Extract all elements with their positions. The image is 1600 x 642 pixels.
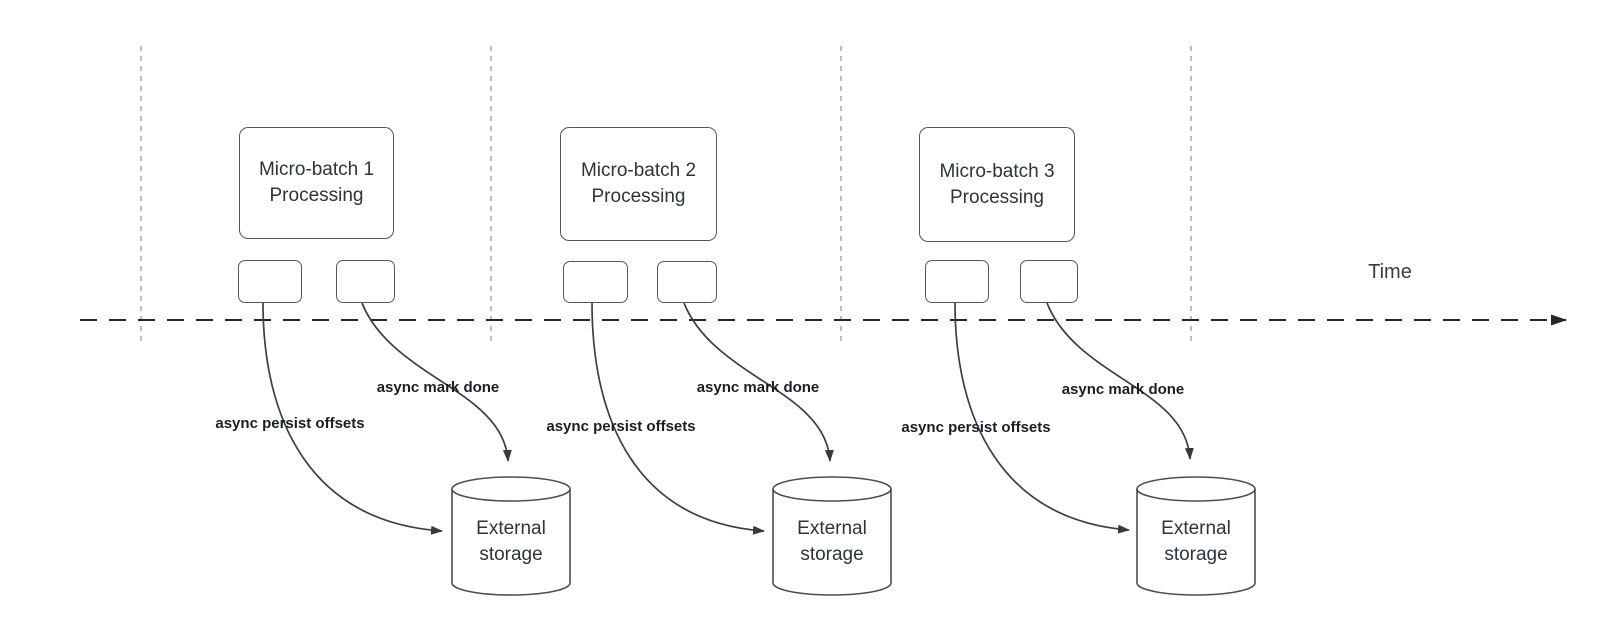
persist-offsets-label: async persist offsets bbox=[546, 418, 696, 435]
micro-batch-box-1: Micro-batch 1 Processing bbox=[239, 127, 394, 239]
mark-done-label: async mark done bbox=[376, 379, 500, 396]
external-storage-cylinder-1 bbox=[451, 476, 571, 596]
micro-batch-title: Micro-batch 2 bbox=[580, 160, 697, 181]
storage-label-line: storage bbox=[479, 544, 543, 565]
micro-batch-title: Micro-batch 3 bbox=[939, 160, 1055, 182]
micro-batch-title: Micro-batch 1 bbox=[258, 159, 375, 180]
mark-done-arrow-2 bbox=[683, 302, 834, 462]
persist-offsets-label: async persist offsets bbox=[215, 415, 365, 432]
persist-task-box-3 bbox=[925, 260, 989, 303]
storage-label-line: storage bbox=[1164, 544, 1228, 565]
micro-batch-box-3: Micro-batch 3 Processing bbox=[919, 127, 1075, 242]
micro-batch-box-2: Micro-batch 2 Processing bbox=[560, 127, 717, 241]
persist-offsets-arrow-2 bbox=[591, 302, 765, 535]
mark-done-arrow-1 bbox=[361, 302, 512, 462]
mark-done-label: async mark done bbox=[1061, 381, 1185, 398]
mark-done-label: async mark done bbox=[696, 379, 820, 396]
persist-task-box-2 bbox=[563, 261, 628, 303]
persist-task-box-1 bbox=[238, 260, 302, 303]
storage-label-line: External bbox=[797, 518, 867, 539]
storage-label-line: storage bbox=[800, 544, 864, 565]
micro-batch-subtitle: Processing bbox=[950, 186, 1044, 208]
external-storage-cylinder-3 bbox=[1136, 476, 1256, 596]
external-storage-label-1: External storage bbox=[452, 496, 570, 588]
mark-done-task-box-3 bbox=[1020, 260, 1078, 303]
micro-batch-subtitle: Processing bbox=[269, 185, 364, 206]
micro-batch-subtitle: Processing bbox=[591, 186, 686, 207]
external-storage-label-3: External storage bbox=[1137, 496, 1255, 588]
time-label: Time bbox=[1368, 261, 1412, 283]
mark-done-task-box-1 bbox=[336, 260, 395, 303]
mark-done-task-box-2 bbox=[657, 261, 717, 303]
external-storage-label-2: External storage bbox=[773, 496, 891, 588]
storage-label-line: External bbox=[476, 518, 546, 539]
storage-label-line: External bbox=[1161, 518, 1231, 539]
persist-offsets-arrow-1 bbox=[262, 302, 443, 535]
persist-offsets-label: async persist offsets bbox=[901, 419, 1051, 436]
persist-offsets-arrow-3 bbox=[954, 302, 1130, 534]
mark-done-arrow-3 bbox=[1046, 302, 1194, 460]
external-storage-cylinder-2 bbox=[772, 476, 892, 596]
